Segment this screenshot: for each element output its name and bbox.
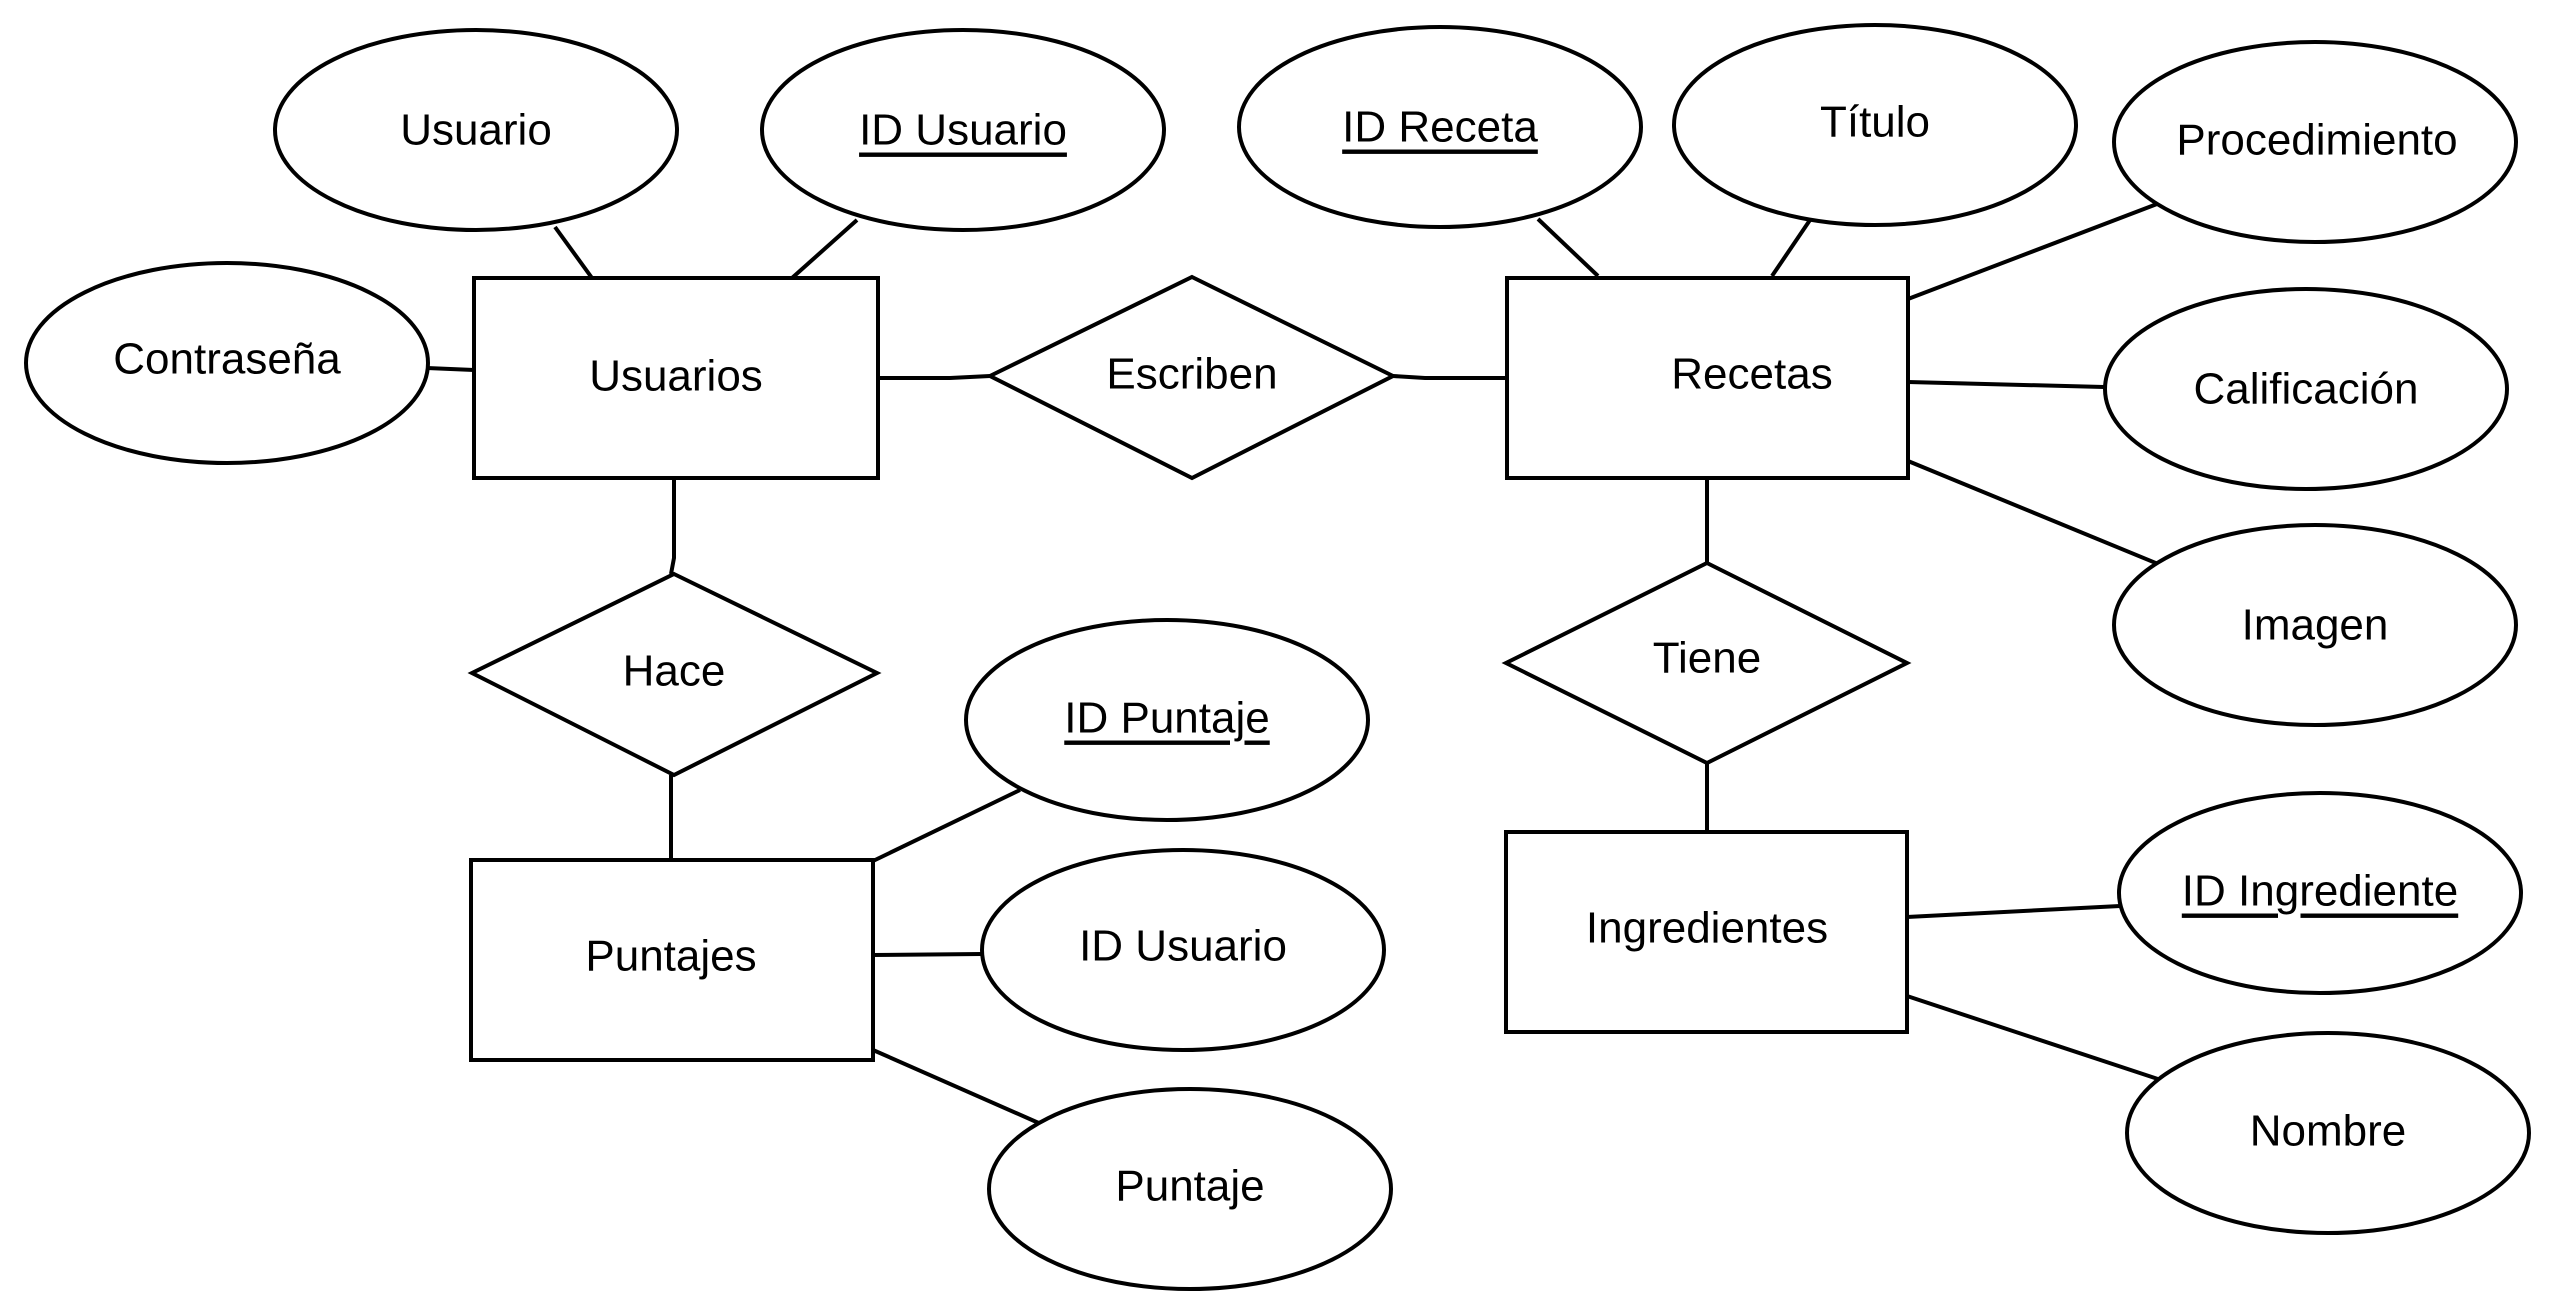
edge-id-puntaje — [872, 788, 1021, 863]
edge-id-ingrediente — [1906, 904, 2121, 919]
edge-calificacion — [1907, 380, 2105, 389]
edge-usuarios-hace — [669, 478, 676, 575]
edge-escriben-recetas — [1392, 374, 1507, 380]
entity-usuarios-label: Usuarios — [589, 352, 763, 401]
attribute-id-ingrediente-label: ID Ingrediente — [2182, 867, 2458, 916]
entity-recetas: Recetas — [1505, 276, 1910, 480]
attribute-nombre-label: Nombre — [2250, 1107, 2407, 1156]
attribute-usuario: Usuario — [273, 28, 679, 232]
edge-imagen — [1907, 459, 2164, 568]
relationship-escriben-label: Escriben — [1106, 350, 1277, 399]
attribute-procedimiento: Procedimiento — [2112, 40, 2518, 244]
attribute-imagen-label: Imagen — [2242, 601, 2389, 650]
attribute-contrasena-label: Contraseña — [113, 335, 341, 384]
connectors — [426, 202, 2164, 1126]
attribute-nombre: Nombre — [2125, 1031, 2531, 1235]
attribute-usuario-label: Usuario — [400, 106, 552, 155]
attribute-id-receta-label: ID Receta — [1342, 103, 1538, 152]
edge-id-receta — [1536, 217, 1600, 278]
relationship-hace: Hace — [467, 571, 882, 778]
attribute-id-usuario: ID Usuario — [760, 28, 1166, 232]
attribute-puntaje-id-usuario-label: ID Usuario — [1079, 922, 1287, 971]
relationship-hace-label: Hace — [623, 647, 726, 696]
attribute-puntaje: Puntaje — [987, 1087, 1393, 1291]
attribute-id-puntaje-label: ID Puntaje — [1064, 694, 1269, 743]
edge-usuario — [553, 225, 594, 280]
relationship-tiene: Tiene — [1501, 560, 1912, 766]
entity-ingredientes: Ingredientes — [1504, 830, 1909, 1034]
attribute-titulo-label: Título — [1820, 98, 1930, 147]
attribute-id-receta: ID Receta — [1237, 25, 1643, 229]
attribute-puntaje-id-usuario: ID Usuario — [980, 848, 1386, 1052]
edge-id-usuario — [790, 218, 859, 280]
edge-procedimiento — [1907, 202, 2158, 301]
attribute-id-puntaje: ID Puntaje — [964, 618, 1370, 822]
edge-contrasena — [426, 366, 475, 372]
attribute-calificacion-label: Calificación — [2194, 365, 2419, 414]
edge-puntaje — [872, 1048, 1042, 1126]
edge-nombre — [1906, 994, 2162, 1082]
relationship-tiene-label: Tiene — [1653, 634, 1761, 683]
edge-titulo — [1770, 218, 1812, 278]
attribute-procedimiento-label: Procedimiento — [2176, 116, 2457, 165]
edge-puntaje-id-usuario — [872, 952, 983, 957]
entity-usuarios: Usuarios — [472, 276, 880, 480]
attribute-puntaje-label: Puntaje — [1115, 1162, 1264, 1211]
entity-recetas-label: Recetas — [1671, 350, 1832, 399]
attribute-id-usuario-label: ID Usuario — [859, 106, 1067, 155]
entity-puntajes-label: Puntajes — [585, 932, 756, 981]
attribute-contrasena: Contraseña — [24, 261, 430, 465]
relationship-escriben: Escriben — [985, 274, 1398, 481]
attribute-id-ingrediente: ID Ingrediente — [2117, 791, 2523, 995]
attribute-calificacion: Calificación — [2103, 287, 2509, 491]
entity-ingredientes-label: Ingredientes — [1586, 904, 1828, 953]
edge-usuarios-escriben — [878, 374, 991, 380]
attribute-imagen: Imagen — [2112, 523, 2518, 727]
entity-puntajes: Puntajes — [469, 858, 875, 1062]
attribute-titulo: Título — [1672, 23, 2078, 227]
